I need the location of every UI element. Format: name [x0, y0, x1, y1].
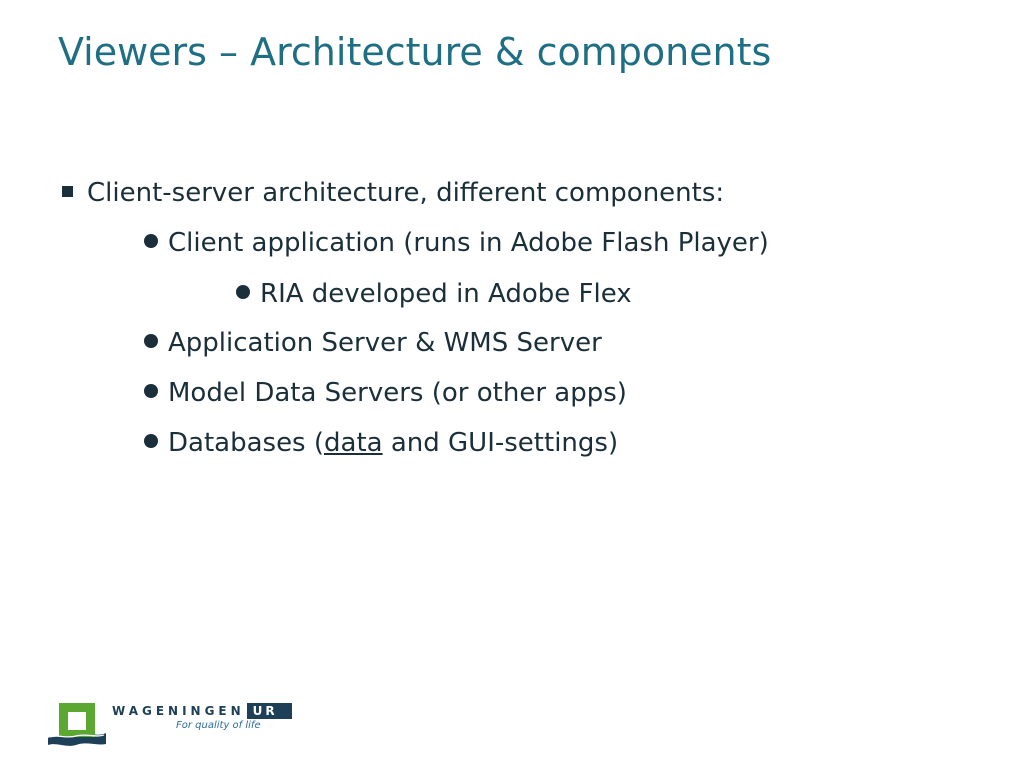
logo-ur-badge: UR [246, 703, 292, 719]
bullet-level1: Client-server architecture, different co… [62, 176, 724, 210]
dot-bullet-icon [144, 334, 158, 348]
dot-bullet-icon [144, 234, 158, 248]
data-link[interactable]: data [324, 428, 383, 458]
bullet-text-prefix: Databases ( [168, 428, 325, 458]
wageningen-ur-logo: WAGENINGEN UR For quality of life [46, 700, 316, 750]
logo-wordmark: WAGENINGEN UR [112, 703, 292, 719]
logo-name: WAGENINGEN [112, 704, 245, 718]
dot-bullet-icon [144, 434, 158, 448]
bullet-level2: Application Server & WMS Server [144, 326, 602, 360]
bullet-text-suffix: and GUI-settings) [382, 428, 619, 458]
square-bullet-icon [62, 186, 73, 197]
bullet-text: RIA developed in Adobe Flex [260, 279, 632, 309]
slide-title: Viewers – Architecture & components [58, 30, 772, 74]
logo-tagline: For quality of life [176, 720, 261, 731]
bullet-level2: Client application (runs in Adobe Flash … [144, 226, 769, 260]
bullet-text: Model Data Servers (or other apps) [168, 378, 627, 408]
bullet-level3: RIA developed in Adobe Flex [236, 277, 632, 311]
bullet-text: Application Server & WMS Server [168, 328, 602, 358]
bullet-level2: Model Data Servers (or other apps) [144, 376, 627, 410]
bullet-text: Client application (runs in Adobe Flash … [168, 228, 769, 258]
bullet-level2: Databases (data and GUI-settings) [144, 426, 618, 460]
bullet-text: Client-server architecture, different co… [87, 178, 725, 208]
dot-bullet-icon [236, 285, 250, 299]
wageningen-logo-icon [48, 703, 106, 746]
dot-bullet-icon [144, 384, 158, 398]
